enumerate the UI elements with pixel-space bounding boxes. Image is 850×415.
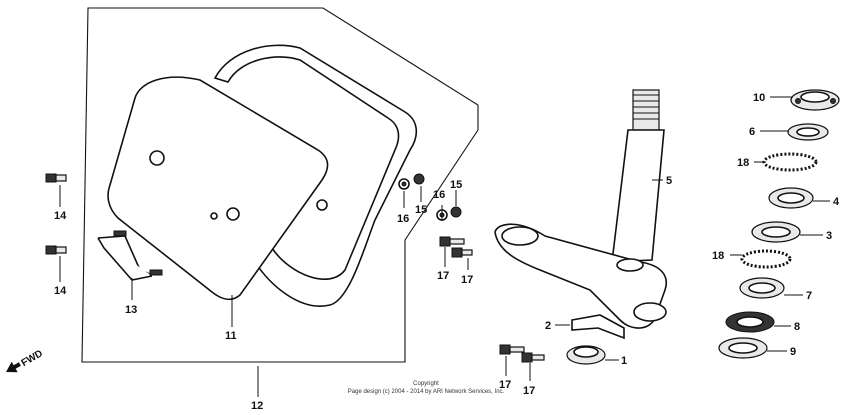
label-part-8: 8 [794,321,800,333]
bolt-17-a [439,236,465,247]
label-part-16-upper: 16 [397,213,409,225]
label-part-9: 9 [790,346,796,358]
seal-1 [566,345,606,365]
label-part-18-lower: 18 [712,250,724,262]
washer-9 [718,337,768,359]
label-part-13: 13 [125,304,137,316]
label-part-14-lower: 14 [54,285,67,297]
label-part-10: 10 [753,92,765,104]
label-part-5: 5 [666,175,672,187]
copyright-line-2: Page design (c) 2004 - 2014 by ARI Netwo… [348,389,505,395]
bolt-14-lower [45,245,67,255]
copyright-line-1: Copyright [413,381,439,387]
bolt-17-d [521,352,545,363]
label-part-15-upper: 15 [415,204,427,216]
stem-nut-10 [790,89,840,111]
label-part-4: 4 [833,196,840,208]
bolt-17-b [451,247,473,258]
washer-16-upper [398,178,410,190]
label-part-3: 3 [826,230,832,242]
label-part-15-lower: 15 [450,179,462,191]
assembly-outline [81,7,479,363]
clamp-2 [571,314,625,340]
label-part-1: 1 [621,355,627,367]
label-part-18-upper: 18 [737,157,749,169]
fwd-label: FWD [20,348,45,369]
label-part-6: 6 [749,126,755,138]
steering-stem [494,89,667,329]
label-part-2: 2 [545,320,551,332]
windshield-panel [107,76,329,301]
nut-15-lower [450,206,462,218]
nut-15-upper [413,173,425,185]
cone-race-6 [787,123,829,141]
label-part-11: 11 [225,330,237,342]
label-part-17-a: 17 [437,270,449,282]
fwd-arrow: FWD [6,348,45,373]
label-part-17-d: 17 [523,385,535,397]
label-part-12: 12 [251,400,263,412]
steel-balls-18-lower [740,249,792,269]
ball-race-3 [751,221,801,243]
ball-race-4 [768,187,814,209]
label-part-17-c: 17 [499,379,511,391]
label-part-17-b: 17 [461,274,473,286]
bolt-14-upper [45,173,67,183]
bolt-17-c [499,344,525,355]
ball-race-7 [739,277,785,299]
label-part-14-upper: 14 [54,210,67,222]
label-part-7: 7 [806,290,812,302]
leader-lines [59,96,830,397]
label-part-16-lower: 16 [433,189,445,201]
dust-seal-8 [725,311,775,333]
steel-balls-18-upper [762,152,818,172]
stay-bracket [97,230,163,281]
